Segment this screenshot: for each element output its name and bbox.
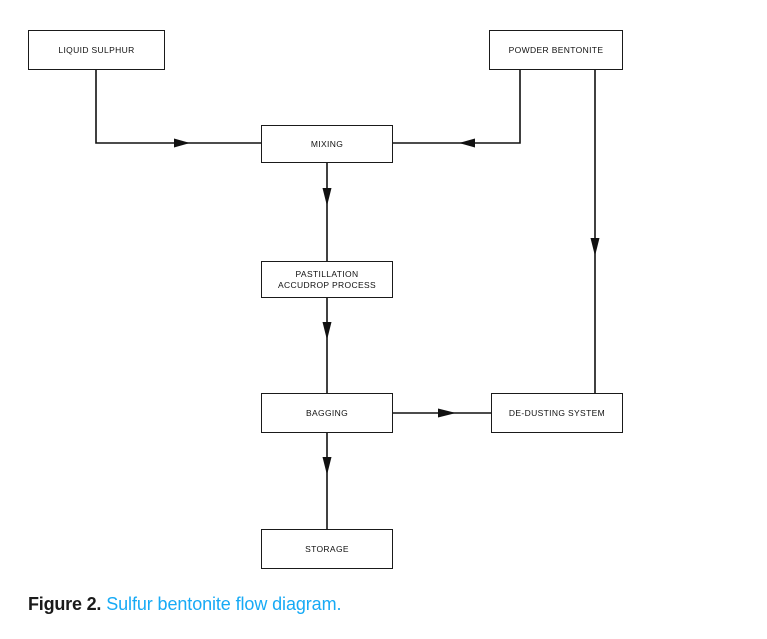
edge-powder-bentonite-to-mixing: [393, 70, 521, 148]
node-storage-label: STORAGE: [305, 543, 349, 554]
node-pastillation: PASTILLATION ACCUDROP PROCESS: [261, 261, 393, 298]
node-pastillation-label: PASTILLATION ACCUDROP PROCESS: [277, 268, 377, 290]
node-liquid-sulphur: LIQUID SULPHUR: [28, 30, 165, 70]
edge-bagging-to-dedusting: [393, 408, 491, 418]
node-storage: STORAGE: [261, 529, 393, 569]
node-dedusting: DE-DUSTING SYSTEM: [491, 393, 623, 433]
edge-mixing-to-pastillation: [322, 163, 332, 261]
edge-bagging-to-storage: [322, 433, 332, 529]
node-liquid-sulphur-label: LIQUID SULPHUR: [58, 44, 135, 55]
node-bagging: BAGGING: [261, 393, 393, 433]
node-powder-bentonite-label: POWDER BENTONITE: [508, 44, 604, 55]
figure-caption-number: Figure 2.: [28, 594, 102, 614]
node-dedusting-label: DE-DUSTING SYSTEM: [508, 407, 606, 418]
node-bagging-label: BAGGING: [305, 407, 349, 418]
edge-liquid-sulphur-to-mixing: [95, 70, 261, 148]
edge-pastillation-to-bagging: [322, 298, 332, 393]
figure-caption: Figure 2. Sulfur bentonite flow diagram.: [28, 592, 728, 616]
node-mixing-label: MIXING: [310, 138, 344, 149]
node-powder-bentonite: POWDER BENTONITE: [489, 30, 623, 70]
process-flow-diagram: LIQUID SULPHUR POWDER BENTONITE MIXING P…: [28, 30, 623, 569]
edge-powder-bentonite-to-dedusting: [590, 70, 600, 393]
node-mixing: MIXING: [261, 125, 393, 163]
figure-caption-text: Sulfur bentonite flow diagram.: [106, 594, 342, 614]
